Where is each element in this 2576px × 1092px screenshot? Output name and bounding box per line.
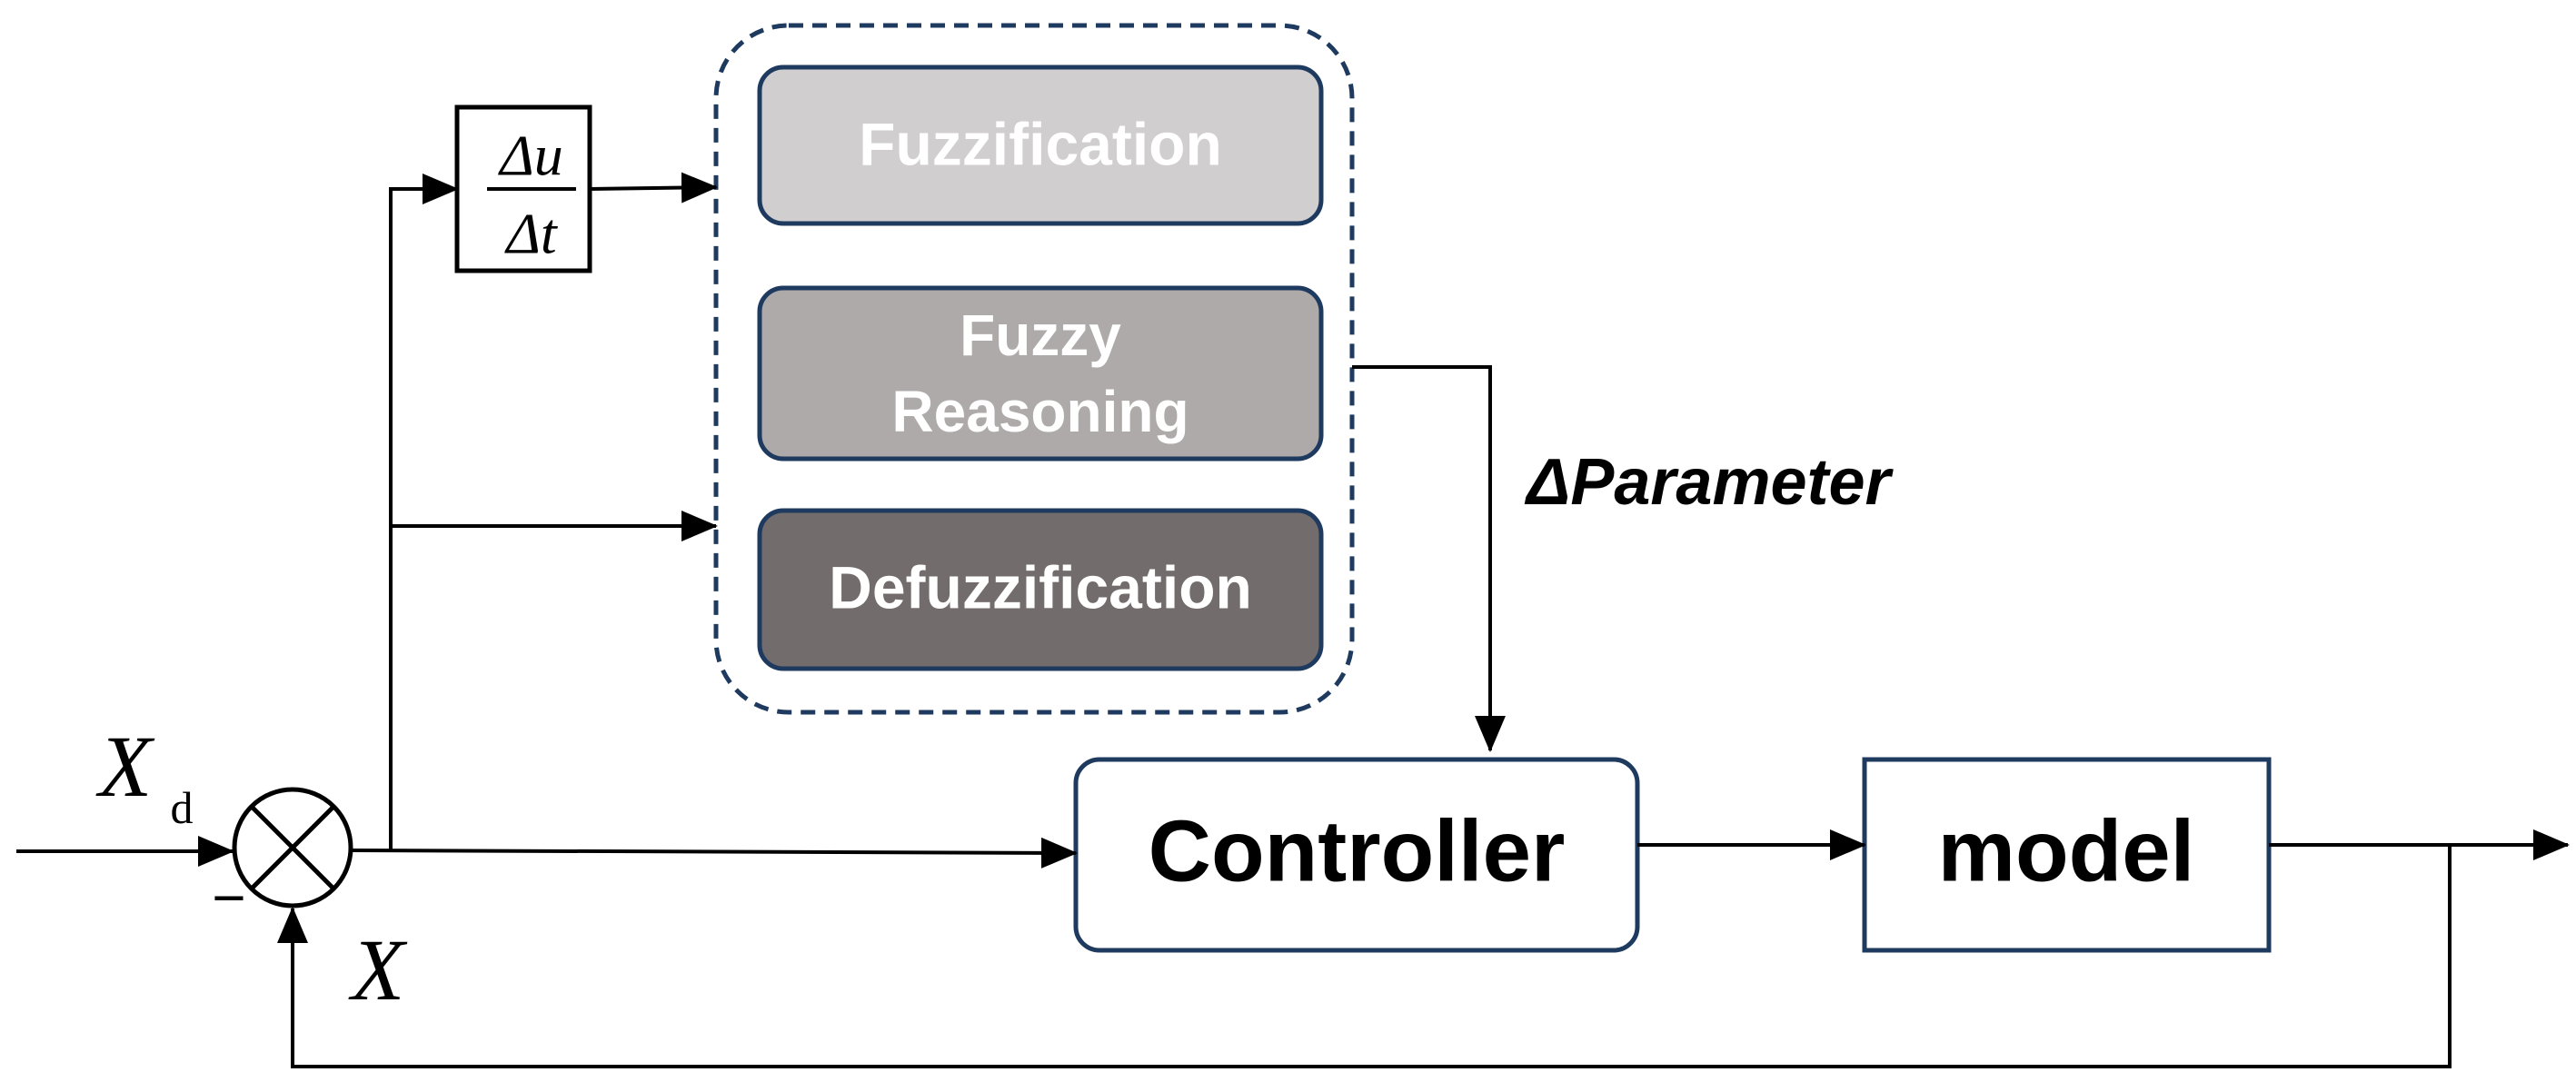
fuzzification-box bbox=[757, 65, 1324, 226]
fuzzy-reasoning-label-line2: Reasoning bbox=[891, 379, 1189, 444]
defuzzification-box bbox=[757, 508, 1324, 671]
feedback-path bbox=[277, 845, 2452, 1068]
derivative-denominator: Δt bbox=[503, 202, 559, 266]
model-label: model bbox=[1938, 802, 2195, 899]
fuzzy-reasoning-box bbox=[757, 285, 1324, 462]
fuzzy-to-controller-arrow bbox=[1352, 365, 1506, 752]
defuzzification-label: Defuzzification bbox=[829, 553, 1252, 620]
feedback-label: X bbox=[348, 921, 408, 1018]
minus-sign: − bbox=[212, 865, 245, 930]
controller-label: Controller bbox=[1149, 802, 1566, 899]
derivative-to-fuzzy-arrow bbox=[589, 172, 718, 204]
parameter-label: ΔParameter bbox=[1524, 446, 1895, 519]
summing-junction bbox=[232, 787, 353, 908]
input-subscript: d bbox=[171, 782, 194, 833]
fuzzy-reasoning-label-line1: Fuzzy bbox=[960, 303, 1121, 368]
fuzzification-label: Fuzzification bbox=[859, 110, 1222, 177]
error-to-controller-arrow bbox=[350, 837, 1078, 869]
derivative-numerator: Δu bbox=[497, 124, 563, 188]
input-label: X bbox=[95, 718, 155, 815]
